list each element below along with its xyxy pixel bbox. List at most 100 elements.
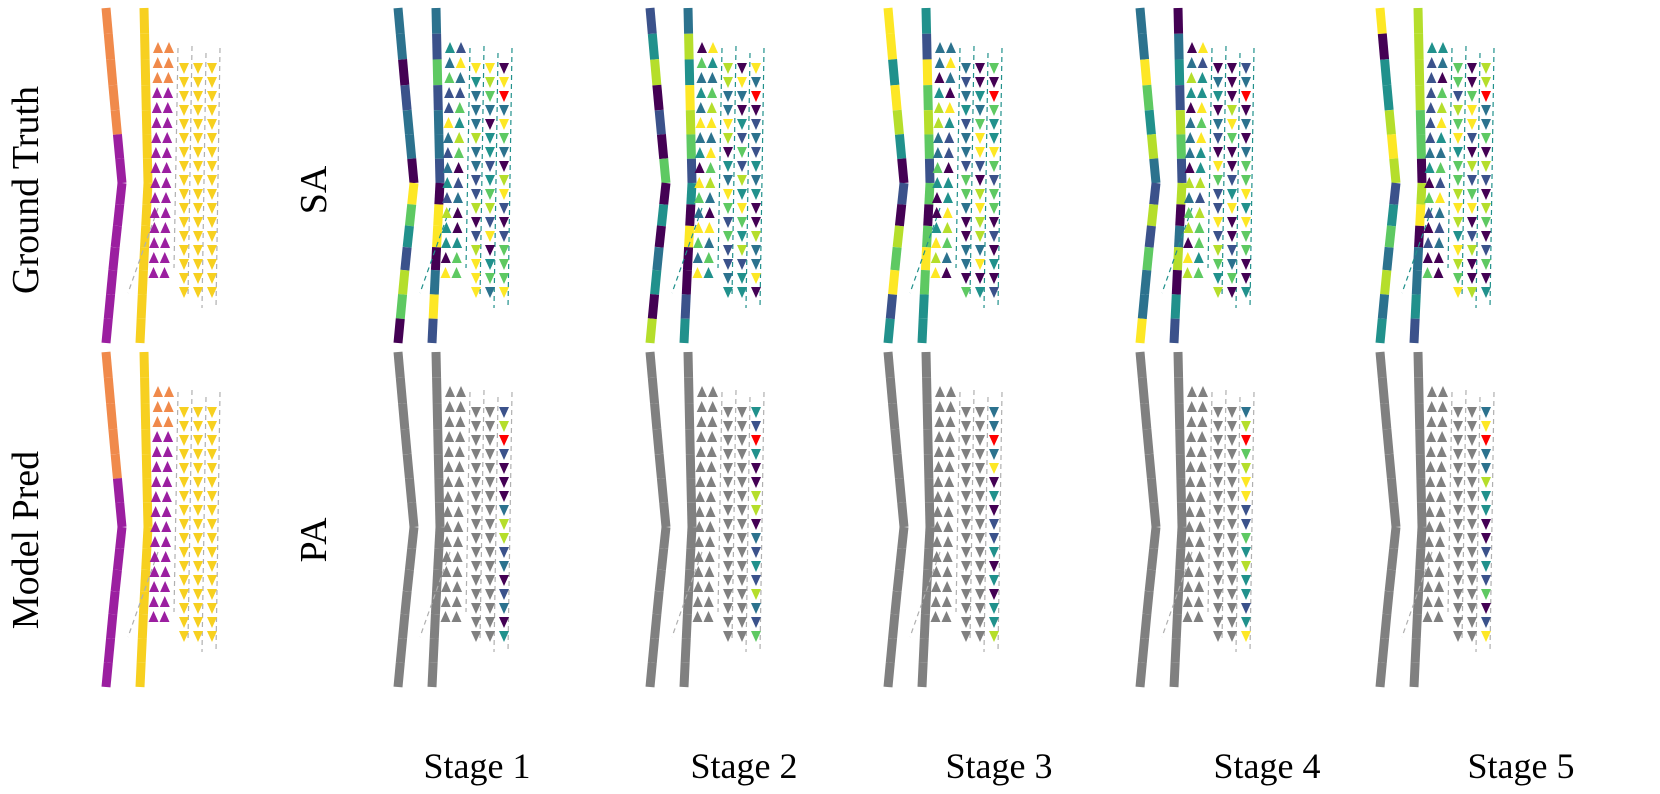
sa-stage-5-agent-down	[1467, 133, 1477, 144]
sa-stage-1-agent-down	[499, 259, 509, 270]
pa-stage-4-agent-down	[1227, 477, 1237, 488]
sa-stage-1-agent-down	[471, 133, 481, 144]
pa-stage-1-lane-right-seg	[434, 502, 445, 528]
pred-panel-agent-down	[179, 491, 189, 502]
pa-stage-5-agent-up	[1424, 536, 1434, 547]
sa-stage-1-agent-down	[499, 161, 509, 172]
pa-stage-2-agent-down	[751, 435, 761, 446]
sa-stage-4-agent-down	[1227, 119, 1237, 130]
pa-stage-5-agent-down	[1467, 491, 1477, 502]
pa-stage-4-agent-up	[1185, 461, 1196, 472]
sa-stage-5-agent-down	[1453, 63, 1463, 74]
sa-stage-3-agent-down	[961, 287, 971, 298]
pred-panel-agent-down	[207, 449, 217, 460]
lane-divider-dashed	[1489, 47, 1495, 309]
pa-stage-1-agent-up	[441, 551, 452, 562]
pa-stage-5-agent-down	[1467, 505, 1477, 516]
sa-stage-2-agent-down	[723, 189, 733, 200]
sa-stage-4-agent-down	[1227, 161, 1237, 172]
gt-panel-agent-down	[207, 287, 217, 298]
gt-panel-agent-up	[149, 237, 160, 248]
sa-stage-4-agent-up	[1182, 252, 1193, 263]
pa-stage-4-agent-down	[1227, 575, 1237, 586]
sa-stage-5-agent-up	[1424, 147, 1435, 158]
pa-stage-2-agent-up	[707, 431, 718, 442]
lane-divider-dashed	[1475, 52, 1481, 309]
pred-panel-agent-down	[179, 561, 189, 572]
pa-stage-1-lane-right-seg	[434, 526, 445, 549]
sa-stage-4-lane-left-seg	[1137, 294, 1150, 320]
sa-stage-1-lane-right-seg	[427, 318, 438, 344]
pa-stage-2-agent-up	[693, 581, 704, 592]
sa-stage-1-agent-up	[455, 57, 466, 68]
pred-panel-agent-up	[162, 446, 173, 457]
pred-panel-agent-down	[193, 449, 203, 460]
sa-stage-4-agent-up	[1187, 42, 1197, 53]
pa-stage-4-agent-down	[1213, 533, 1223, 544]
pa-stage-5-lane-right-seg	[1411, 613, 1422, 639]
pa-stage-1-agent-up	[441, 566, 452, 577]
pa-stage-5-agent-up	[1426, 431, 1437, 442]
sa-stage-2-agent-up	[693, 207, 704, 218]
sa-stage-2-agent-down	[737, 161, 747, 172]
pa-stage-3-lane-left-seg	[897, 526, 909, 549]
sa-stage-1-agent-down	[485, 161, 495, 172]
pa-stage-5-lane-right-seg	[1415, 548, 1426, 571]
pa-stage-4-agent-down	[1213, 519, 1223, 530]
sa-stage-5-agent-up	[1434, 237, 1445, 248]
pred-panel-lane-right-seg	[141, 548, 152, 571]
pred-panel-agent-down	[193, 631, 203, 642]
sa-stage-3-lane-left-seg	[894, 203, 907, 227]
pa-stage-2-agent-up	[693, 566, 704, 577]
pa-stage-2-agent-down	[737, 561, 747, 572]
sa-stage-3-agent-up	[945, 87, 956, 98]
lane-divider-dashed	[745, 52, 751, 309]
pa-stage-4-agent-up	[1182, 611, 1193, 622]
pa-stage-4-lane-left-seg	[1140, 613, 1152, 639]
pa-stage-4-lane-right-seg	[1175, 548, 1186, 571]
sa-stage-4-agent-down	[1213, 147, 1223, 158]
sa-stage-1-agent-down	[485, 119, 495, 130]
sa-stage-5-agent-down	[1453, 77, 1463, 88]
sa-stage-4-agent-down	[1227, 175, 1237, 186]
sa-stage-1-lane-left-seg	[407, 158, 419, 184]
gt-panel-agent-down	[193, 119, 203, 130]
gt-panel-agent-up	[159, 252, 170, 263]
sa-stage-3-agent-down	[975, 259, 985, 270]
pa-stage-4-agent-up	[1185, 446, 1196, 457]
pa-stage-3-agent-up	[933, 446, 944, 457]
pa-stage-5-agent-down	[1453, 407, 1463, 418]
sa-stage-1-lane-right-seg	[429, 269, 440, 295]
pa-stage-4-lane-left-seg	[1149, 502, 1161, 528]
sa-stage-1-agent-down	[471, 175, 481, 186]
sa-stage-2-agent-up	[705, 147, 716, 158]
pa-stage-2-agent-down	[723, 421, 733, 432]
pa-stage-1-agent-down	[471, 547, 481, 558]
sa-stage-2-agent-up	[696, 87, 707, 98]
pa-stage-2-agent-up	[696, 416, 707, 427]
gt-panel-agent-down	[207, 175, 217, 186]
gt-panel-agent-up	[148, 267, 159, 278]
lane-divider-dashed	[731, 389, 737, 643]
pa-stage-4-agent-up	[1195, 506, 1206, 517]
gt-panel-agent-up	[163, 57, 174, 68]
sa-stage-5-agent-up	[1435, 192, 1445, 203]
pred-panel-agent-up	[152, 401, 163, 412]
pa-stage-4-agent-down	[1213, 561, 1223, 572]
sa-stage-5-agent-down	[1453, 105, 1463, 116]
lane-divider-dashed	[201, 52, 207, 309]
pa-stage-5-agent-down	[1467, 477, 1477, 488]
sa-stage-5-lane-right-seg	[1415, 85, 1425, 111]
pa-stage-1-agent-down	[485, 575, 495, 586]
pred-panel-agent-up	[152, 416, 163, 427]
sa-stage-4-lane-left-seg	[1149, 182, 1161, 205]
sa-stage-1-lane-right-seg	[432, 59, 443, 86]
pred-panel-lane-right-seg	[136, 638, 147, 663]
sa-stage-1-agent-down	[499, 147, 509, 158]
sa-stage-2-agent-down	[737, 245, 747, 256]
sa-stage-3-agent-up	[944, 117, 955, 128]
pa-stage-2-agent-down	[751, 561, 761, 572]
sa-stage-4-agent-up	[1184, 147, 1195, 158]
sa-stage-4-agent-down	[1213, 217, 1223, 228]
sa-stage-3-lane-right-seg	[924, 182, 935, 205]
